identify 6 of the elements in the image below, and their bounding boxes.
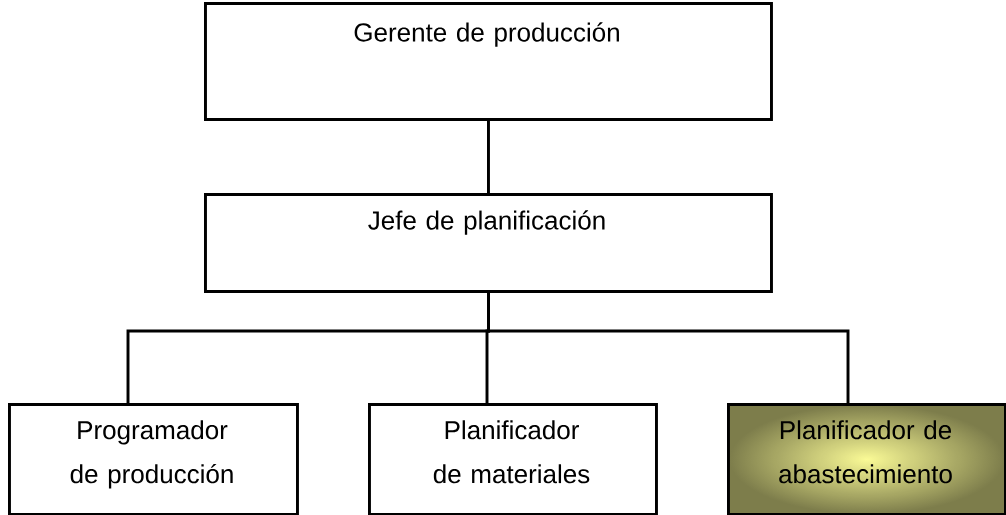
org-box: Gerente de producción [204, 2, 773, 121]
connector-line [487, 120, 490, 193]
org-box: Planificador de abastecimiento [727, 403, 1006, 515]
org-box: Programador de producción [8, 403, 299, 515]
org-box: Jefe de planificación [204, 193, 773, 293]
org-box: Planificador de materiales [368, 403, 658, 515]
